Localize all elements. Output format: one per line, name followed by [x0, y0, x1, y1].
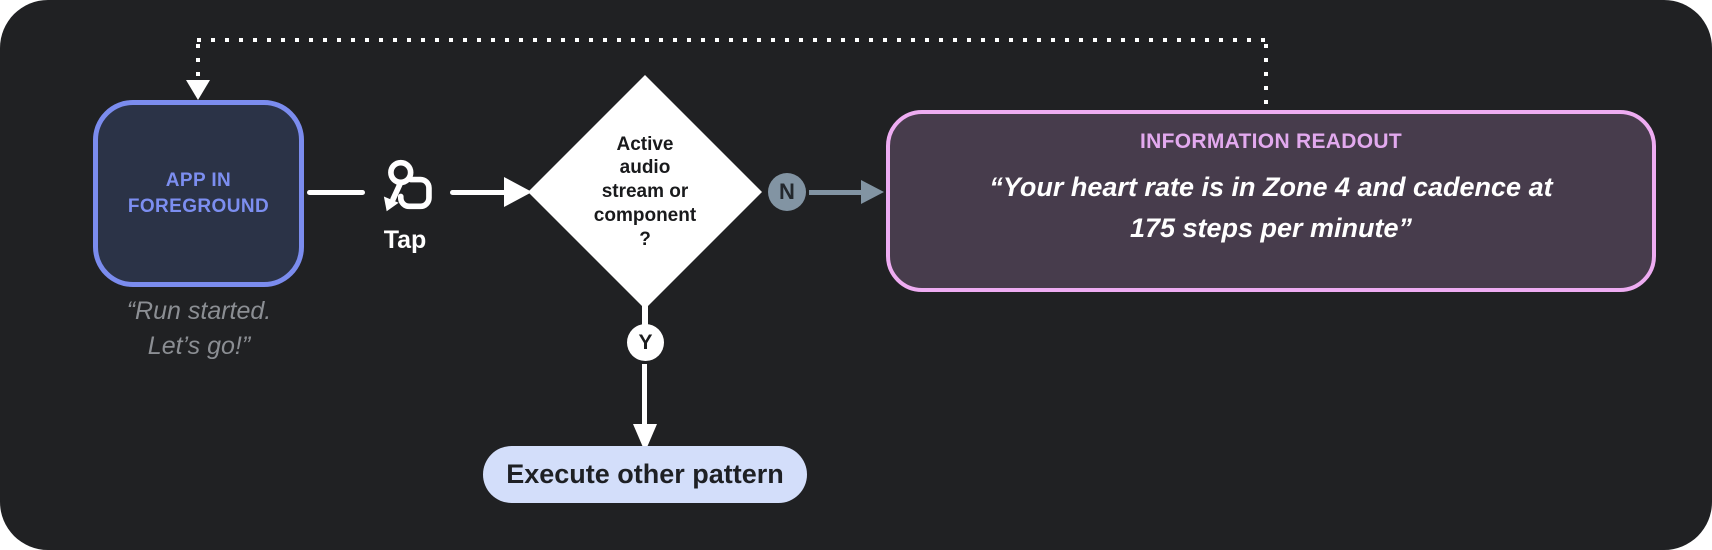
feedback-edge-top — [197, 38, 1269, 42]
tap-gesture-icon — [383, 159, 432, 212]
yes-badge-label: Y — [638, 330, 653, 354]
information-readout-body: “Your heart rate is in Zone 4 and cadenc… — [989, 172, 1553, 243]
decision-diamond-node: Active audio stream or component ? — [527, 74, 763, 310]
no-edge-arrow-shaft — [809, 190, 865, 195]
no-edge-arrowhead-icon — [861, 180, 884, 204]
yes-edge-connector — [642, 306, 648, 326]
tap-edge-label: Tap — [383, 226, 427, 254]
tap-edge-arrow-shaft — [450, 190, 508, 195]
yes-edge-arrow-shaft — [642, 364, 647, 426]
feedback-edge-left — [196, 44, 200, 80]
decision-label: Active audio stream or component ? — [593, 133, 697, 250]
feedback-edge-right — [1264, 44, 1268, 108]
tap-edge-segment — [307, 190, 365, 195]
feedback-arrowhead-icon — [186, 80, 210, 100]
yes-badge: Y — [627, 324, 664, 361]
information-readout-node: INFORMATION READOUT “Your heart rate is … — [886, 110, 1656, 292]
execute-other-pattern-node: Execute other pattern — [483, 446, 807, 503]
app-in-foreground-node: APP IN FOREGROUND — [93, 100, 304, 287]
diamond-shape — [528, 75, 762, 309]
no-badge: N — [768, 173, 806, 211]
app-voice-caption: “Run started. Let’s go!” — [126, 297, 272, 360]
app-in-foreground-label: APP IN FOREGROUND — [127, 169, 270, 217]
tap-edge-arrowhead-icon — [504, 177, 532, 207]
execute-other-pattern-label: Execute other pattern — [506, 459, 784, 489]
no-badge-label: N — [779, 179, 795, 204]
information-readout-title: INFORMATION READOUT — [1140, 130, 1402, 153]
